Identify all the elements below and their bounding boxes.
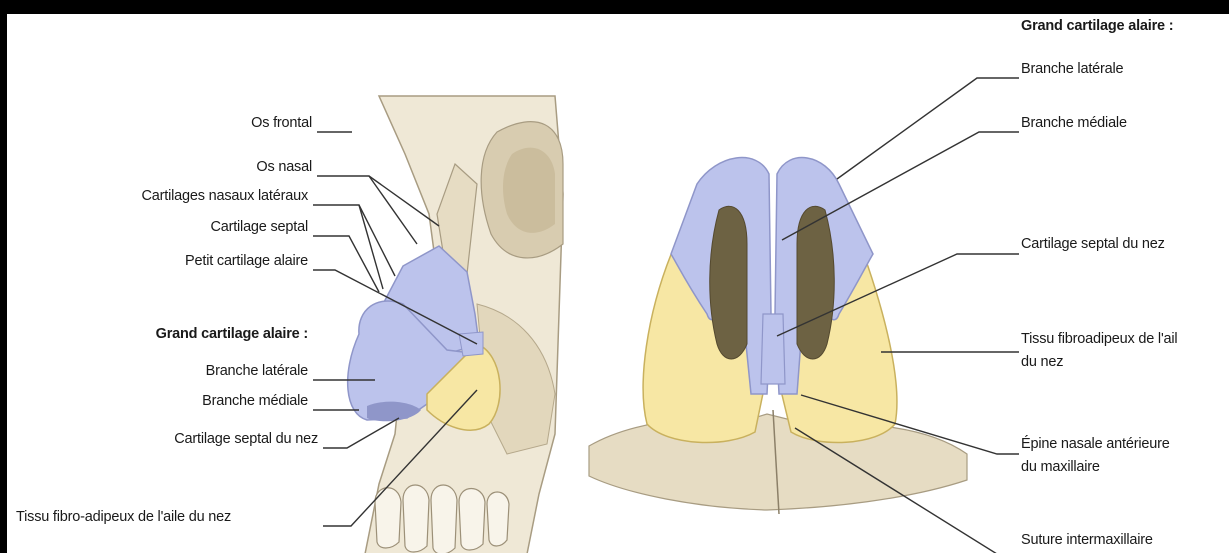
label-petit-cartilage-alaire: Petit cartilage alaire [185,253,308,270]
label-cartilage-septal-du-nez-left: Cartilage septal du nez [174,431,318,448]
label-epine-nasale-line2: du maxillaire [1021,459,1100,476]
label-grand-cartilage-alaire-left: Grand cartilage alaire : [156,326,308,343]
small-alar-cartilage [459,332,483,356]
septal-cartilage [761,314,785,384]
label-suture-intermaxillaire: Suture intermaxillaire [1021,532,1153,549]
label-tissu-fibroadipeux-line2: du nez [1021,354,1063,371]
figure-frame: Os frontal Os nasal Cartilages nasaux la… [7,14,1229,553]
lateral-view [348,96,563,553]
label-cartilage-septal: Cartilage septal [210,219,308,236]
label-branche-laterale-right: Branche latérale [1021,61,1123,78]
label-cartilage-septal-du-nez-right: Cartilage septal du nez [1021,236,1165,253]
label-branche-mediale-left: Branche médiale [202,393,308,410]
label-cartilages-nasaux-lateraux: Cartilages nasaux latéraux [142,188,308,205]
label-branche-laterale-left: Branche latérale [206,363,308,380]
label-tissu-fibro-adipeux-left: Tissu fibro-adipeux de l'aile du nez [16,509,231,526]
label-branche-mediale-right: Branche médiale [1021,115,1127,132]
orbit-inner [503,148,555,233]
label-grand-cartilage-alaire-right: Grand cartilage alaire : [1021,18,1173,35]
label-os-nasal: Os nasal [256,159,312,176]
label-epine-nasale-line1: Épine nasale antérieure [1021,436,1170,453]
label-tissu-fibroadipeux-line1: Tissu fibroadipeux de l'ail [1021,331,1177,348]
label-os-frontal: Os frontal [251,115,312,132]
left-nostril [710,206,747,359]
